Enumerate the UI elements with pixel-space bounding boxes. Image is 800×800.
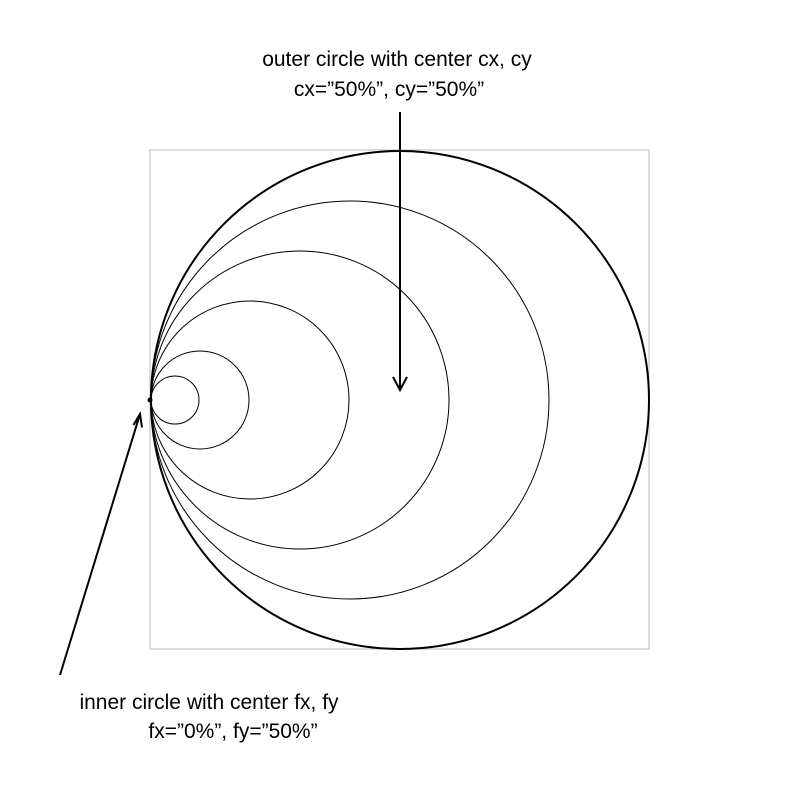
inner-circle <box>150 375 200 425</box>
outer-label-line2: cx=”50%”, cy=”50%” <box>294 78 484 101</box>
outer-label-line1: outer circle with center cx, cy <box>262 48 532 71</box>
inner-label-line1: inner circle with center fx, fy <box>79 691 339 714</box>
inner-label-line2: fx=”0%”, fy=”50%” <box>148 720 317 743</box>
ring-circle-4 <box>150 200 550 600</box>
focus-arrow <box>59 411 143 676</box>
ring-circle-1 <box>150 350 250 450</box>
ring-circle-3 <box>150 250 450 550</box>
focus-point <box>147 397 153 403</box>
outer-center-arrow <box>392 112 408 393</box>
ring-circle-2 <box>150 300 350 500</box>
